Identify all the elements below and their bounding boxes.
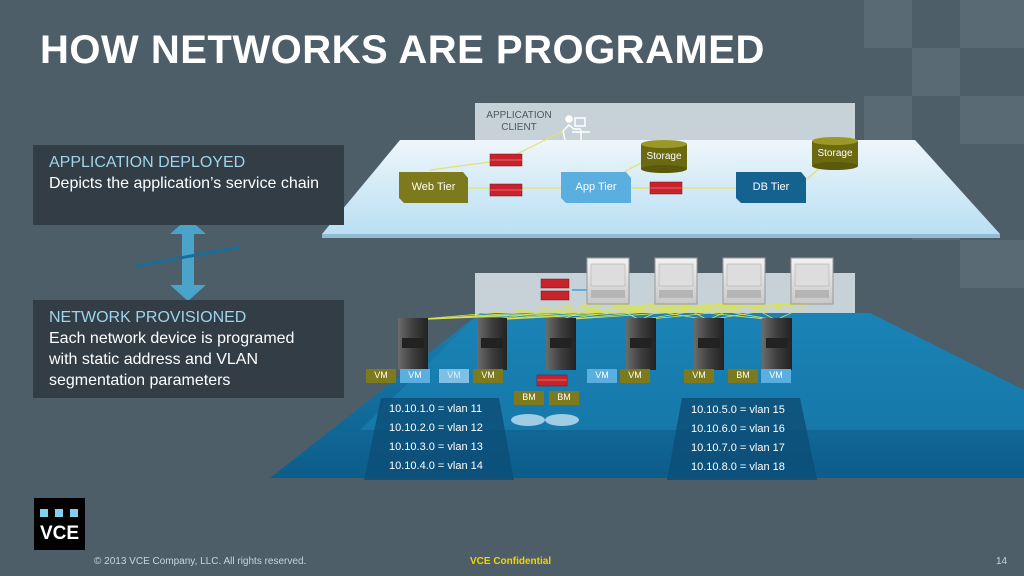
spine-switch [790,257,834,305]
vlan-entry: 10.10.8.0 = vlan 18 [691,461,785,473]
client-label-line-1: APPLICATION [486,110,552,121]
panel-text-line: Each network device is programed [49,330,295,347]
vm-label: VM [447,370,461,380]
vm-box [400,369,430,383]
rack-server [398,318,428,370]
vm-box [761,369,791,383]
rack-server [694,318,724,370]
logo-text: VCE [39,523,80,544]
vlan-entry: 10.10.5.0 = vlan 15 [691,404,785,416]
confidential-label: VCE Confidential [470,556,552,567]
vm-box [587,369,617,383]
storage-icon [812,137,858,170]
vlan-list-left: 10.10.1.0 = vlan 11 10.10.2.0 = vlan 12 … [389,400,483,476]
background-tile [864,0,912,48]
vlan-group-left [364,398,514,480]
background-tile [912,48,960,96]
background-tile [960,0,1024,48]
spine-switch [654,257,698,305]
vm-label: VM [628,370,642,380]
vlan-entry: 10.10.7.0 = vlan 17 [691,442,785,454]
page-title: HOW NETWORKS ARE PROGRAMED [40,28,765,72]
page-number: 14 [996,556,1008,567]
vlan-entry: 10.10.6.0 = vlan 16 [691,423,785,435]
vm-label: VM [595,370,609,380]
web-tier-box [399,172,468,203]
client-label: APPLICATION CLIENT [478,110,560,134]
vlan-list-right: 10.10.5.0 = vlan 15 10.10.6.0 = vlan 16 … [691,401,785,477]
app-tier-label: App Tier [575,181,617,193]
vm-box [439,369,469,383]
bm-label: BM [557,392,571,402]
client-label-line-2: CLIENT [501,122,537,133]
vm-label: VM [769,370,783,380]
web-tier-label: Web Tier [411,181,456,193]
rack-server [546,318,576,370]
background-tile [864,96,912,144]
network-provisioned-panel: NETWORK PROVISIONED Each network device … [33,300,344,398]
vlan-entry: 10.10.3.0 = vlan 13 [389,441,483,453]
vm-box [620,369,650,383]
spine-switch [722,257,766,305]
vlan-entry: 10.10.1.0 = vlan 11 [389,403,483,415]
fabric-links [409,289,813,321]
vm-label: VM [408,370,422,380]
background-tile [960,96,1024,144]
rack-server [762,318,792,370]
panel-text-line: with static address and VLAN [49,351,258,368]
storage-icon [641,140,687,173]
db-tier-label: DB Tier [752,181,790,193]
db-tier-box [736,172,806,203]
panel-heading: NETWORK PROVISIONED [49,309,247,326]
background-tile [960,240,1024,288]
panel-text-line: segmentation parameters [49,372,231,389]
bm-box [514,391,544,405]
vlan-group-right [667,398,817,480]
copyright: © 2013 VCE Company, LLC. All rights rese… [94,556,307,567]
vm-label: VM [374,370,388,380]
app-layer-backplate [475,103,855,143]
vm-label: VM [481,370,495,380]
vm-box [684,369,714,383]
spine-switch [586,257,630,305]
client-user-icon [562,115,590,141]
rack-server [477,318,507,370]
vce-logo: VCE [34,498,85,550]
vm-label: VM [692,370,706,380]
vlan-entry: 10.10.4.0 = vlan 14 [389,460,483,472]
bm-box [728,369,758,383]
storage-label: Storage [817,148,853,159]
app-tier-box [561,172,631,203]
bm-label: BM [736,370,750,380]
bm-label: BM [522,392,536,402]
storage-label: Storage [646,151,682,162]
vm-box [473,369,503,383]
vm-box [366,369,396,383]
provisioning-arrow [135,218,241,301]
application-deployed-panel: APPLICATION DEPLOYED Depicts the applica… [33,145,344,225]
rack-server [626,318,656,370]
bm-box [549,391,579,405]
panel-text: Depicts the application’s service chain [49,175,320,192]
vlan-entry: 10.10.2.0 = vlan 12 [389,422,483,434]
disk-icon [511,414,579,426]
panel-heading: APPLICATION DEPLOYED [49,154,246,171]
